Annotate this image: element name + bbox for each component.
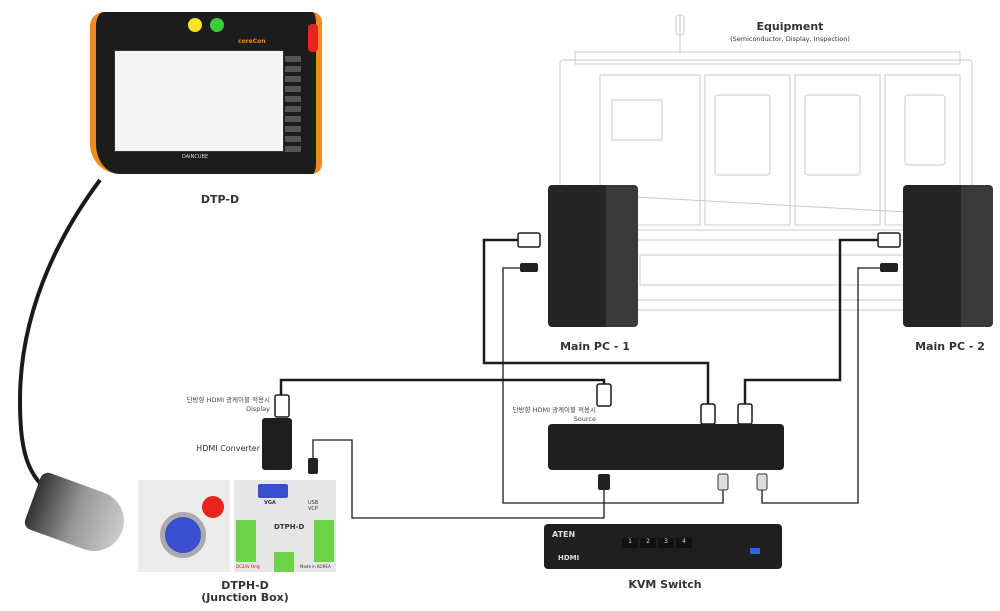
junction-box-left-panel <box>138 480 230 572</box>
usb-cable-junction <box>312 439 605 519</box>
stop-button <box>188 18 202 32</box>
hdmi-converter <box>262 418 292 470</box>
usb-connector-pc2 <box>880 263 898 272</box>
dtp-d-pendant: coreCon DAINCUBE <box>90 12 322 180</box>
hdmi-cable-pc1 <box>482 238 710 404</box>
pc2-label: Main PC - 2 <box>915 340 985 353</box>
hdmi-cable-display <box>279 378 606 404</box>
kvm-port-button-3[interactable]: 3 <box>658 538 674 548</box>
hdmi-connector-source <box>596 383 612 407</box>
pendant-screen <box>114 50 284 152</box>
kvm-switch-label: KVM Switch <box>628 578 702 591</box>
kvm-port-button-2[interactable]: 2 <box>640 538 656 548</box>
terminal-block-right <box>314 520 334 562</box>
equipment-title: Equipment <box>756 20 824 33</box>
hdmi-cable-pc2 <box>743 238 880 404</box>
pendant-brand: coreCon <box>238 38 266 45</box>
terminal-block-left <box>236 520 256 562</box>
vga-label: VGA <box>264 500 276 506</box>
usb-connector-junction <box>308 458 318 474</box>
source-annotation: 단방향 HDMI 광케이블 적용시 Source <box>512 406 596 423</box>
usb-connector-kvm-console <box>598 474 610 490</box>
emergency-stop-icon <box>308 24 318 52</box>
usb-vcp-label: USB VCP <box>308 500 319 512</box>
usb-connector-pc1 <box>520 263 538 272</box>
hdmi-connector-pc1 <box>517 232 541 248</box>
estop-button-icon <box>202 496 224 518</box>
equipment-subtitle: (Semiconductor, Display, Inspection) <box>730 35 850 43</box>
pendant-cable <box>17 178 102 502</box>
dtp-d-label: DTP-D <box>200 193 240 206</box>
kvm-port-button-1[interactable]: 1 <box>622 538 638 548</box>
panel-title: DTPH-D <box>274 523 305 531</box>
made-in-label: Made in KOREA <box>300 564 331 569</box>
pendant-maker: DAINCUBE <box>182 154 209 160</box>
vga-port-icon <box>258 484 288 498</box>
warning-label: DC24V Only <box>236 564 261 569</box>
display-annotation: 단방향 HDMI 광케이블 적용시 Display <box>186 396 270 413</box>
terminal-block-bottom <box>274 552 294 572</box>
pendant-keypad <box>285 52 301 152</box>
pc1-label: Main PC - 1 <box>560 340 630 353</box>
pc2-tower <box>903 185 993 327</box>
kvm-front-panel: ATEN HDMI 1 2 3 4 <box>544 524 782 569</box>
usb-cable-pc1 <box>502 267 724 504</box>
kvm-brand: ATEN <box>552 530 576 539</box>
hdmi-logo: HDMI <box>558 554 580 562</box>
usb-port-icon <box>750 548 760 554</box>
hdmi-connector-kvm1 <box>700 403 716 425</box>
hdmi-connector-kvm2 <box>737 403 753 425</box>
hdmi-converter-label: HDMI Converter <box>196 444 260 453</box>
pc1-tower <box>548 185 638 327</box>
start-button <box>210 18 224 32</box>
usb-cable-pc2 <box>761 267 880 504</box>
hdmi-connector-pc2 <box>877 232 901 248</box>
hdmi-connector-display <box>274 394 290 418</box>
kvm-rear-panel <box>548 424 784 470</box>
connector-socket-icon <box>160 512 206 558</box>
junction-box-right-panel: VGA USB VCP DTPH-D DC24V Only Made in KO… <box>234 480 336 572</box>
kvm-port-button-4[interactable]: 4 <box>676 538 692 548</box>
junction-box-label: DTPH-D (Junction Box) <box>201 579 289 604</box>
